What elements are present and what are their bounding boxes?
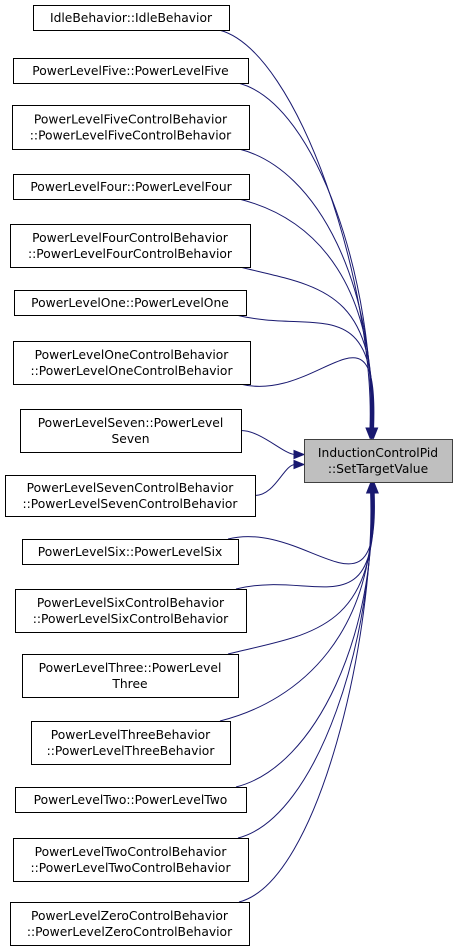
caller-node-label-line: PowerLevelSevenControlBehavior: [27, 481, 235, 495]
call-edge: [237, 481, 376, 839]
target-node-box: [304, 439, 453, 483]
caller-node-box: [13, 174, 250, 200]
edge-path: [239, 266, 374, 429]
caller-node-box: [13, 838, 249, 882]
edge-path: [240, 430, 296, 455]
arrowhead: [293, 459, 306, 470]
caller-node-label-line: PowerLevelFive::PowerLevelFive: [32, 64, 228, 78]
caller-node[interactable]: PowerLevelSevenControlBehavior::PowerLev…: [5, 475, 256, 517]
call-edge: [235, 481, 379, 590]
arrowhead: [293, 449, 306, 460]
caller-node-label-line: PowerLevelOneControlBehavior: [35, 348, 230, 362]
call-edge: [254, 459, 306, 496]
caller-node-label-line: PowerLevelFiveControlBehavior: [34, 113, 228, 127]
caller-node-label-line: PowerLevelSixControlBehavior: [37, 596, 225, 610]
caller-node-label-line: ::PowerLevelOneControlBehavior: [30, 364, 233, 378]
edge-path: [235, 314, 374, 429]
target-node-label-line: InductionControlPid: [318, 446, 438, 460]
edge-path: [235, 492, 375, 590]
caller-node-box: [13, 341, 251, 385]
caller-node-label-line: Three: [111, 677, 147, 691]
caller-node-box: [12, 105, 250, 150]
caller-node-label-line: ::PowerLevelThreeBehavior: [47, 744, 216, 758]
caller-node-box: [10, 902, 250, 946]
caller-node-label-line: PowerLevelThree::PowerLevel: [39, 661, 222, 675]
caller-node-label-line: ::PowerLevelSixControlBehavior: [33, 612, 229, 626]
call-edge: [237, 82, 376, 440]
caller-node-box: [22, 654, 239, 698]
caller-node[interactable]: PowerLevelSeven::PowerLevelSeven: [20, 409, 242, 453]
edge-path: [254, 464, 296, 496]
caller-node-box: [20, 409, 242, 453]
caller-node-label-line: PowerLevelFour::PowerLevelFour: [30, 180, 232, 194]
edge-layer: [218, 29, 379, 903]
caller-node-box: [13, 58, 249, 84]
caller-node-label-line: PowerLevelSix::PowerLevelSix: [38, 545, 223, 559]
caller-node[interactable]: PowerLevelThree::PowerLevelThree: [22, 654, 239, 698]
caller-node-label-line: ::PowerLevelSevenControlBehavior: [23, 497, 239, 511]
caller-node[interactable]: PowerLevelFourControlBehavior::PowerLeve…: [10, 224, 251, 268]
caller-node-box: [15, 589, 247, 633]
edge-path: [237, 492, 372, 839]
target-node-label-line: ::SetTargetValue: [328, 462, 428, 476]
caller-node-label-line: ::PowerLevelFourControlBehavior: [28, 247, 233, 261]
caller-node-label-line: PowerLevelTwoControlBehavior: [35, 845, 228, 859]
caller-node-label-line: Seven: [111, 432, 149, 446]
call-edge: [235, 314, 378, 440]
call-edge: [235, 481, 377, 788]
arrowhead: [368, 427, 379, 440]
caller-node-box: [22, 539, 239, 565]
caller-node-label-line: PowerLevelZeroControlBehavior: [31, 909, 229, 923]
call-edge: [239, 357, 379, 440]
caller-node[interactable]: PowerLevelFive::PowerLevelFive: [13, 58, 249, 84]
caller-node[interactable]: PowerLevelTwoControlBehavior::PowerLevel…: [13, 838, 249, 882]
caller-node-box: [14, 290, 247, 316]
caller-node-label-line: ::PowerLevelTwoControlBehavior: [30, 861, 231, 875]
arrowhead: [365, 481, 376, 494]
caller-node[interactable]: PowerLevelOneControlBehavior::PowerLevel…: [13, 341, 251, 385]
caller-node[interactable]: PowerLevelFour::PowerLevelFour: [13, 174, 250, 200]
call-edge: [238, 148, 376, 440]
caller-node[interactable]: PowerLevelThreeBehavior::PowerLevelThree…: [31, 721, 231, 765]
caller-node[interactable]: PowerLevelSixControlBehavior::PowerLevel…: [15, 589, 247, 633]
caller-node-box: [15, 787, 247, 813]
caller-node[interactable]: PowerLevelZeroControlBehavior::PowerLeve…: [10, 902, 250, 946]
call-edge: [238, 481, 376, 903]
caller-node[interactable]: PowerLevelOne::PowerLevelOne: [14, 290, 247, 316]
call-edge: [238, 198, 377, 440]
caller-node-label-line: ::PowerLevelZeroControlBehavior: [27, 925, 233, 939]
caller-node[interactable]: IdleBehavior::IdleBehavior: [33, 5, 230, 31]
edge-path: [227, 492, 374, 655]
caller-node-box: [33, 5, 230, 31]
caller-node-label-line: PowerLevelFourControlBehavior: [32, 231, 229, 245]
caller-node-box: [10, 224, 251, 268]
caller-node[interactable]: PowerLevelFiveControlBehavior::PowerLeve…: [12, 105, 250, 150]
caller-node[interactable]: PowerLevelSix::PowerLevelSix: [22, 539, 239, 565]
edge-path: [238, 492, 372, 903]
caller-node-label-line: PowerLevelOne::PowerLevelOne: [31, 296, 229, 310]
caller-node-label-line: ::PowerLevelFiveControlBehavior: [30, 129, 232, 143]
edge-path: [239, 357, 375, 429]
edge-path: [218, 29, 371, 429]
caller-node-box: [5, 475, 256, 517]
call-edge: [240, 430, 306, 460]
target-node[interactable]: InductionControlPid::SetTargetValue: [304, 439, 453, 483]
caller-node-box: [31, 721, 231, 765]
caller-node-label-line: IdleBehavior::IdleBehavior: [50, 11, 213, 25]
caller-node-label-line: PowerLevelTwo::PowerLevelTwo: [34, 793, 228, 807]
caller-node[interactable]: PowerLevelTwo::PowerLevelTwo: [15, 787, 247, 813]
edge-path: [238, 198, 373, 429]
node-layer: IdleBehavior::IdleBehaviorPowerLevelFive…: [5, 5, 453, 946]
caller-node-label-line: PowerLevelThreeBehavior: [51, 728, 211, 742]
caller-node-label-line: PowerLevelSeven::PowerLevel: [38, 416, 224, 430]
